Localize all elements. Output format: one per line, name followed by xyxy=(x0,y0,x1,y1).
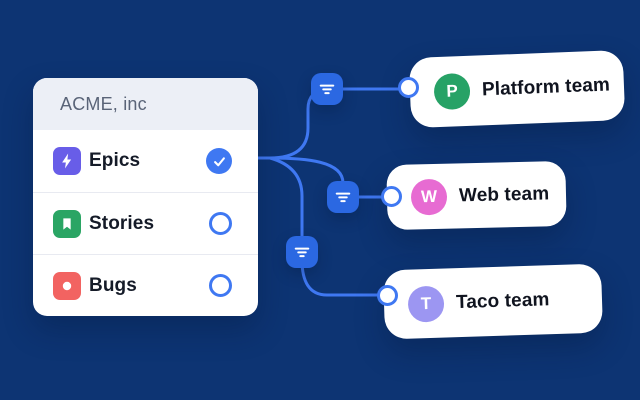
dot-icon xyxy=(53,271,81,300)
port-taco[interactable] xyxy=(377,285,398,306)
filter-icon[interactable] xyxy=(286,236,318,268)
wire-epics-to-taco xyxy=(268,156,379,297)
row-label-bugs: Bugs xyxy=(89,274,137,296)
avatar-initial: T xyxy=(420,293,432,313)
org-card-header: ACME, inc xyxy=(33,78,258,130)
avatar-initial: P xyxy=(445,81,459,101)
org-rows: Epics Stories Bugs xyxy=(33,130,258,316)
team-card-taco[interactable]: T Taco team xyxy=(382,263,604,340)
avatar: P xyxy=(433,72,471,111)
port-platform[interactable] xyxy=(398,77,419,98)
team-name: Platform team xyxy=(481,74,611,101)
checkbox-stories-empty[interactable] xyxy=(209,212,232,235)
avatar: T xyxy=(407,285,445,323)
row-epics[interactable]: Epics xyxy=(33,130,258,192)
team-card-platform[interactable]: P Platform team xyxy=(408,49,626,129)
bookmark-icon xyxy=(53,209,81,238)
filter-icon[interactable] xyxy=(327,181,359,213)
port-web[interactable] xyxy=(381,186,402,207)
lightning-icon xyxy=(53,147,81,175)
org-card: ACME, inc Epics Stories xyxy=(33,78,258,316)
filter-icon[interactable] xyxy=(311,73,343,105)
checkbox-epics-checked[interactable] xyxy=(206,148,232,174)
team-name: Taco team xyxy=(455,288,550,313)
team-card-web[interactable]: W Web team xyxy=(386,160,567,231)
row-label-epics: Epics xyxy=(89,150,141,171)
row-label-stories: Stories xyxy=(89,212,155,234)
team-name: Web team xyxy=(458,182,550,206)
avatar: W xyxy=(410,178,448,215)
avatar-initial: W xyxy=(420,186,438,206)
row-stories[interactable]: Stories xyxy=(33,192,258,254)
org-title: ACME, inc xyxy=(60,93,147,114)
row-bugs[interactable]: Bugs xyxy=(33,254,258,316)
checkbox-bugs-empty[interactable] xyxy=(209,274,232,297)
